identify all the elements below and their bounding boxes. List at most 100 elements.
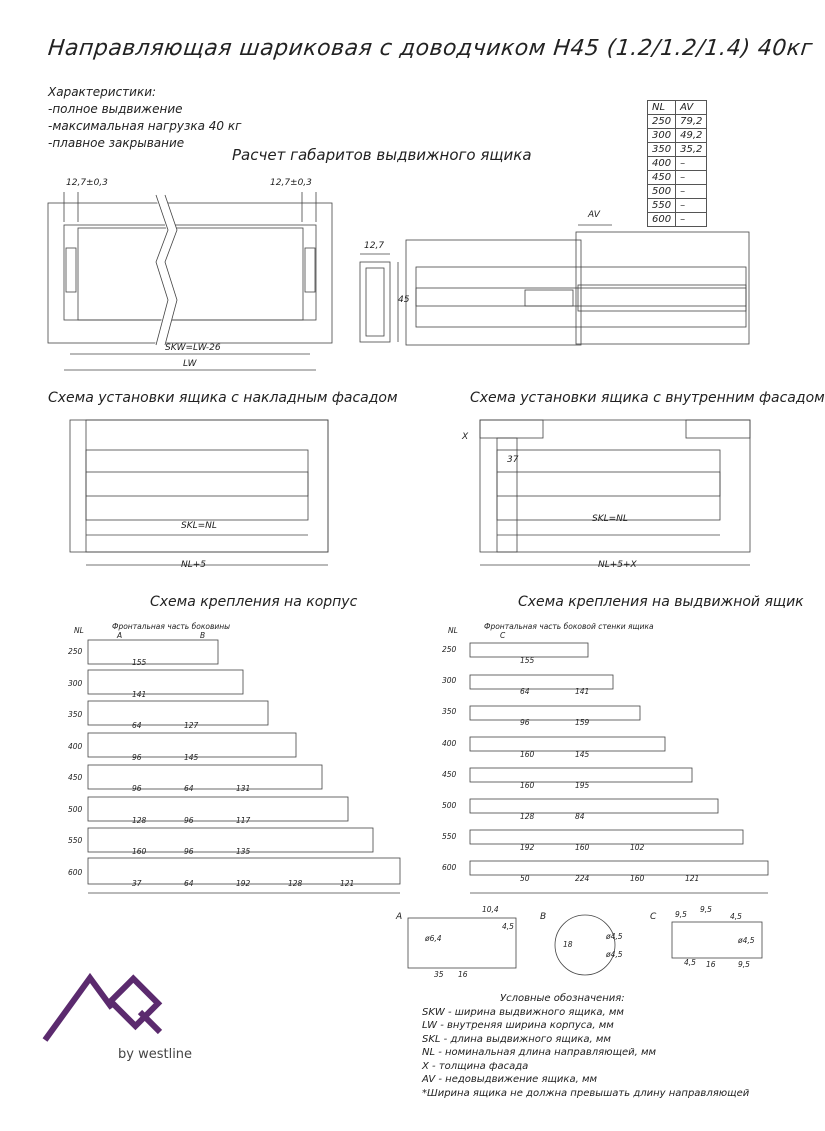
table-row: 550– xyxy=(646,198,708,213)
detail-b-marker: B xyxy=(200,631,206,640)
body-mount-row-dim: 64 xyxy=(184,878,194,888)
drawer-mount-row-nl: 500 xyxy=(442,801,457,810)
rail-section xyxy=(359,261,391,343)
lw-label: LW xyxy=(183,359,197,369)
drawer-mount-row-dim: 102 xyxy=(630,843,645,853)
legend-item: NL - номинальная длина направляющей, мм xyxy=(422,1047,657,1058)
drawer-mount-row-dim: 195 xyxy=(575,780,590,790)
characteristics-heading: Характеристики: xyxy=(48,85,157,99)
detail-b-dim: ø4,5 xyxy=(606,950,623,959)
body-mount-row-dim: 96 xyxy=(184,815,194,825)
drawer-mount-row-nl: 250 xyxy=(442,645,457,654)
body-mount-row-nl: 400 xyxy=(68,741,83,751)
inner-skl: SKL=NL xyxy=(592,514,628,524)
body-mount-row-nl: 350 xyxy=(68,710,83,719)
drawer-mount-row-dim: 159 xyxy=(575,718,590,728)
body-mount-row-dim: 145 xyxy=(184,752,199,762)
legend-item: LW - внутреняя ширина корпуса, мм xyxy=(422,1020,614,1031)
body-mount-row-nl: 300 xyxy=(68,678,83,688)
body-mount-row-dim: 121 xyxy=(340,878,355,888)
body-mount-row-dim: 141 xyxy=(132,689,147,699)
body-mount-row-dim: 96 xyxy=(184,847,194,856)
drawer-mount-row-dim: 64 xyxy=(520,687,530,697)
body-mount-row-dim: 37 xyxy=(132,878,142,888)
detail-b-dim: ø4,5 xyxy=(606,932,623,941)
detail-a-dim: 16 xyxy=(458,970,468,979)
drawer-mount-row-nl: 550 xyxy=(442,832,457,842)
rail-height-dim: 45 xyxy=(398,295,410,305)
inner-offset: 37 xyxy=(507,455,519,465)
body-mount-row-dim: 160 xyxy=(132,847,147,856)
characteristic-item: -полное выдвижение xyxy=(48,102,183,116)
detail-a-dim: ø6,4 xyxy=(425,934,442,943)
drawer-mount-row-dim: 121 xyxy=(685,874,700,884)
drawer-mount-row-nl: 300 xyxy=(442,676,457,686)
body-mount-title: Схема крепления на корпус xyxy=(150,594,358,610)
logo-tagline: by westline xyxy=(118,1047,193,1062)
drawer-mount-row-dim: 84 xyxy=(575,812,585,821)
detail-a-label: A xyxy=(396,912,403,922)
detail-c-dim: 4,5 xyxy=(684,958,696,967)
inner-total: NL+5+X xyxy=(598,560,637,570)
table-row: 600– xyxy=(646,212,708,227)
body-mount-row-dim: 96 xyxy=(132,752,142,762)
aq-logo xyxy=(42,972,163,1042)
cabinet-outline xyxy=(47,202,333,344)
legend-item: SKL - длина выдвижного ящика, мм xyxy=(422,1033,611,1045)
detail-c-dim: ø4,5 xyxy=(738,936,755,945)
characteristics: Характеристики: -полное выдвижение -макс… xyxy=(48,84,241,152)
overlay-title: Схема установки ящика с накладным фасадо… xyxy=(48,390,398,406)
technical-drawing xyxy=(42,192,769,1042)
characteristic-item: -максимальная нагрузка 40 кг xyxy=(48,119,242,133)
legend-item: AV - недовыдвижение ящика, мм xyxy=(422,1074,598,1085)
body-front-label: Фронтальная часть боковины xyxy=(112,622,231,631)
detail-c-dim: 9,5 xyxy=(738,960,750,969)
detail-c-label: C xyxy=(650,912,657,922)
detail-a-marker: A xyxy=(117,631,123,640)
characteristic-item: -плавное закрывание xyxy=(48,136,185,150)
gap-right-dim: 12,7±0,3 xyxy=(270,178,312,188)
body-mount-row-nl: 250 xyxy=(68,647,83,656)
av-label: AV xyxy=(588,210,600,220)
drawer-mount-row-dim: 155 xyxy=(520,656,535,665)
drawer-nl-label: NL xyxy=(448,626,458,635)
detail-a-dim: 4,5 xyxy=(502,922,514,931)
drawer-mount-row-nl: 450 xyxy=(442,769,457,779)
body-mount-row-dim: 64 xyxy=(184,784,194,793)
drawer-outline xyxy=(77,227,304,321)
body-mount-row-dim: 131 xyxy=(236,784,251,793)
detail-c-dim: 16 xyxy=(706,960,716,969)
body-mount-row-dim: 64 xyxy=(132,721,142,730)
drawer-mount-title: Схема крепления на выдвижной ящик xyxy=(518,594,804,610)
overlay-skl: SKL=NL xyxy=(181,521,217,531)
body-mount-row-nl: 550 xyxy=(68,836,83,845)
right-rail-profile xyxy=(304,247,316,293)
drawer-mount-row-dim: 145 xyxy=(575,749,590,759)
drawer-mount-row-dim: 160 xyxy=(630,874,645,884)
detail-c-dim: 9,5 xyxy=(675,910,687,919)
body-mount-row-nl: 450 xyxy=(68,773,83,782)
body-mount-row-nl: 600 xyxy=(68,867,83,877)
overlay-total: NL+5 xyxy=(181,560,207,570)
body-mount-row-dim: 128 xyxy=(288,878,303,888)
body-mount-row-dim: 135 xyxy=(236,847,251,856)
body-mount-row-nl: 500 xyxy=(68,804,83,814)
drawer-mount-row-dim: 160 xyxy=(520,780,535,790)
calc-title: Расчет габаритов выдвижного ящика xyxy=(232,146,532,164)
drawer-front-label: Фронтальная часть боковой стенки ящика xyxy=(484,622,654,631)
drawer-mount-row-nl: 600 xyxy=(442,863,457,873)
drawer-mount-row-dim: 160 xyxy=(575,843,590,853)
detail-b-dim: 18 xyxy=(563,940,573,949)
drawer-mount-row-nl: 350 xyxy=(442,707,457,717)
drawer-mount-row-dim: 50 xyxy=(520,874,530,884)
skw-formula: SKW=LW-26 xyxy=(165,343,221,353)
legend-item: SKW - ширина выдвижного ящика, мм xyxy=(422,1006,624,1018)
detail-a-dim: 35 xyxy=(434,970,444,979)
body-nl-label: NL xyxy=(74,626,84,635)
detail-c-marker: C xyxy=(500,631,506,640)
body-mount-row-dim: 128 xyxy=(132,815,147,825)
table-cell: – xyxy=(675,212,708,227)
